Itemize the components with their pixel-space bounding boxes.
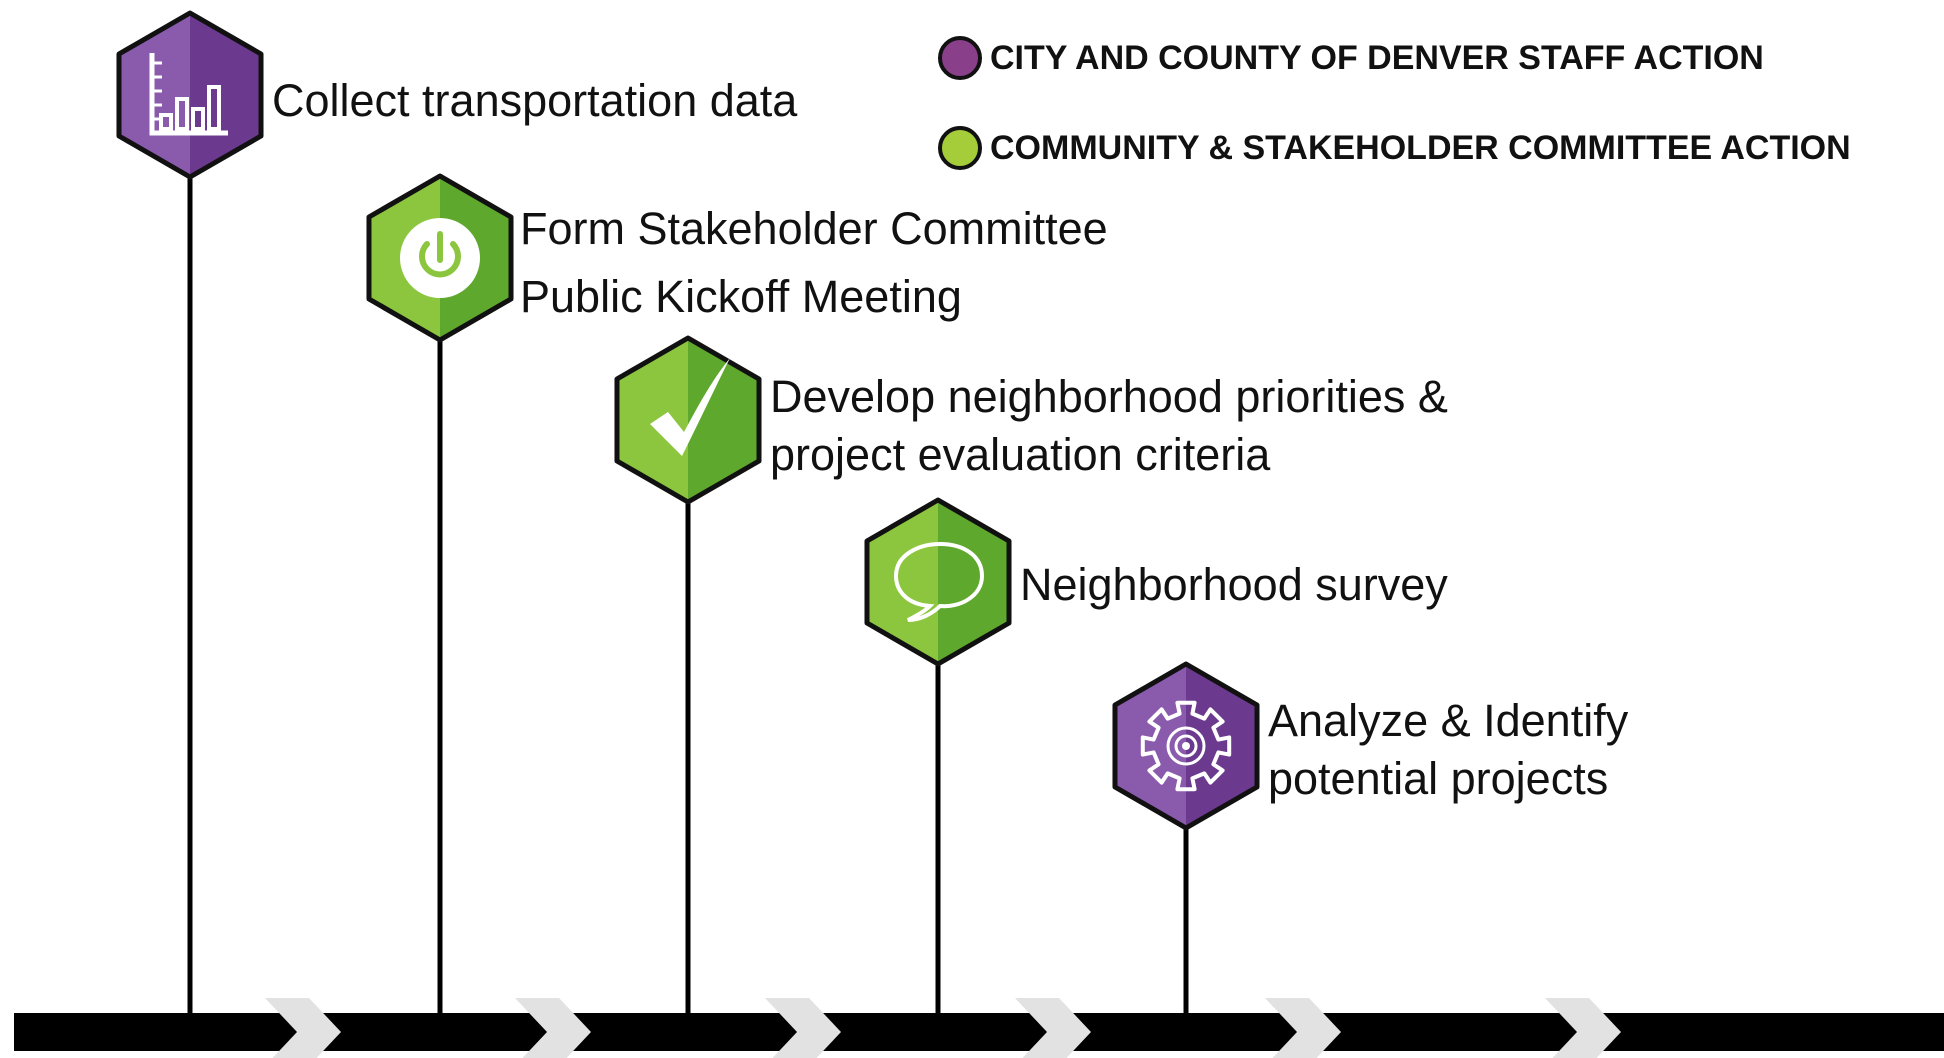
- legend-label-staff: CITY AND COUNTY OF DENVER STAFF ACTION: [990, 38, 1764, 77]
- step-3-line-1: Develop neighborhood priorities &: [770, 371, 1448, 422]
- hexagon-right-half-5: [1186, 664, 1258, 828]
- gear-center: [1182, 742, 1190, 750]
- step-4-line-1: Neighborhood survey: [1020, 559, 1448, 610]
- step-5: [1112, 661, 1260, 1013]
- hexagon-border-3: [614, 335, 762, 505]
- step-5-line-2: potential projects: [1268, 752, 1609, 804]
- bar-4: [207, 85, 221, 131]
- step-5-line-1: Analyze & Identify: [1268, 695, 1629, 746]
- gear-ring-inner: [1174, 734, 1198, 758]
- hexagon-border-4: [864, 497, 1012, 667]
- chevron-arrow-5: [1265, 998, 1341, 1058]
- step-label-1: Collect transportation data: [272, 72, 797, 130]
- hexagon-right-half-1: [190, 13, 262, 177]
- step-3: [614, 335, 762, 1013]
- axis: [149, 53, 228, 136]
- checkmark-shape: [650, 358, 730, 456]
- gear-ring-outer: [1166, 726, 1206, 766]
- power-arc: [419, 241, 461, 278]
- step-label-4: Neighborhood survey: [1020, 556, 1448, 614]
- step-3-line-2: project evaluation criteria: [770, 428, 1271, 480]
- step-1: [116, 10, 264, 1013]
- hexagon-border-5: [1112, 661, 1260, 831]
- chevron-arrow-3: [765, 998, 841, 1058]
- hexagon-border-1: [116, 10, 264, 180]
- gear-outline: [1140, 700, 1232, 792]
- step-label-5: Analyze & Identify potential projects: [1268, 692, 1628, 807]
- hexagon-right-half-3: [688, 338, 760, 502]
- legend-item-community: COMMUNITY & STAKEHOLDER COMMITTEE ACTION: [938, 126, 1851, 170]
- step-2: [366, 173, 514, 1013]
- step-label-3: Develop neighborhood priorities & projec…: [770, 368, 1448, 483]
- bubble-outline: [893, 541, 985, 622]
- legend-dot-community: [938, 126, 982, 170]
- chevron-arrow-2: [515, 998, 591, 1058]
- hexagon-left-half-5: [1114, 664, 1186, 828]
- step-2-line-2: Public Kickoff Meeting: [520, 270, 962, 322]
- legend-item-staff: CITY AND COUNTY OF DENVER STAFF ACTION: [938, 36, 1764, 80]
- chevron-arrow-4: [1015, 998, 1091, 1058]
- hexagon-left-half-3: [616, 338, 688, 502]
- legend-label-community: COMMUNITY & STAKEHOLDER COMMITTEE ACTION: [990, 128, 1851, 167]
- bar-chart-icon: [149, 53, 228, 136]
- gear-icon: [1140, 700, 1232, 792]
- chevron-arrow-6: [1545, 998, 1621, 1058]
- hexagon-border-2: [366, 173, 514, 343]
- chevron-arrow-1: [265, 998, 341, 1058]
- step-label-2: Form Stakeholder Committee Public Kickof…: [520, 200, 1108, 325]
- speech-bubble-icon: [893, 541, 985, 622]
- step-4: [864, 497, 1012, 1013]
- step-2-line-1: Form Stakeholder Committee: [520, 203, 1108, 254]
- checkmark-icon: [650, 358, 730, 456]
- hexagon-right-half-4: [938, 500, 1010, 664]
- bar-1: [159, 113, 173, 131]
- bar-2: [175, 97, 189, 131]
- hexagon-left-half-4: [866, 500, 938, 664]
- legend-dot-staff: [938, 36, 982, 80]
- step-1-line-1: Collect transportation data: [272, 75, 798, 126]
- bar-3: [191, 107, 205, 131]
- power-icon: [400, 218, 480, 298]
